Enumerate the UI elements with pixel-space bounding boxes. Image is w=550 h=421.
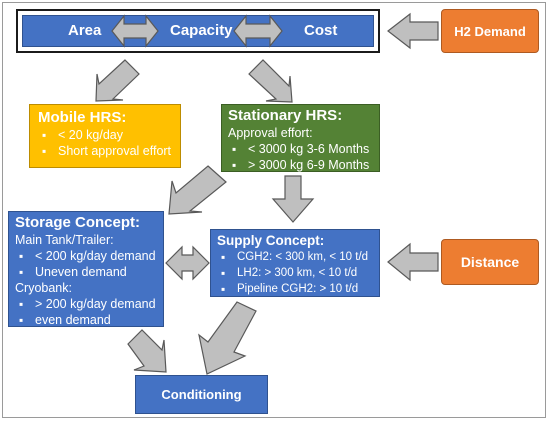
supply-concept-box: Supply Concept: CGH2: < 300 km, < 10 t/d… (210, 229, 380, 297)
arrow-down-left-icon (198, 301, 257, 375)
stationary-hrs-item: < 3000 kg 3-6 Months (228, 141, 373, 157)
distance-label: Distance (460, 254, 520, 270)
storage-group2-label: Cryobank: (15, 281, 72, 295)
arrow-left-icon (387, 12, 439, 50)
stationary-hrs-item: > 3000 kg 6-9 Months (228, 157, 373, 173)
storage-group2-item: > 200 kg/day demand (15, 296, 157, 312)
storage-concept-title: Storage Concept: (15, 214, 141, 231)
supply-concept-item: CGH2: < 300 km, < 10 t/d (217, 249, 373, 265)
storage-group1-label: Main Tank/Trailer: (15, 233, 114, 247)
supply-concept-list: CGH2: < 300 km, < 10 t/d LH2: > 300 km, … (217, 249, 373, 297)
stationary-hrs-subtitle: Approval effort: (228, 126, 313, 140)
h2-demand-box: H2 Demand (441, 9, 539, 53)
double-arrow-icon (233, 14, 283, 48)
top-bar (22, 15, 374, 47)
supply-concept-item: Pipeline CGH2: > 10 t/d (217, 281, 373, 297)
cost-label: Cost (304, 22, 338, 39)
mobile-hrs-item: Short approval effort (38, 143, 172, 159)
stationary-hrs-box: Stationary HRS: Approval effort: < 3000 … (221, 104, 380, 173)
stationary-hrs-list: < 3000 kg 3-6 Months > 3000 kg 6-9 Month… (228, 141, 373, 173)
diagram-frame (2, 2, 546, 418)
mobile-hrs-box: Mobile HRS: < 20 kg/day Short approval e… (29, 104, 181, 168)
double-arrow-icon (111, 14, 159, 48)
area-label: Area (68, 22, 102, 39)
double-arrow-icon (165, 245, 210, 281)
mobile-hrs-title: Mobile HRS: (38, 109, 127, 126)
distance-box: Distance (441, 239, 539, 285)
arrow-down-right-icon (248, 59, 293, 103)
arrow-down-left-icon (168, 165, 227, 215)
supply-concept-title: Supply Concept: (217, 233, 325, 248)
h2-demand-label: H2 Demand (454, 23, 526, 39)
mobile-hrs-item: < 20 kg/day (38, 127, 172, 143)
stationary-hrs-title: Stationary HRS: (228, 107, 343, 124)
storage-group2-list: > 200 kg/day demand even demand (15, 296, 157, 328)
conditioning-label: Conditioning (161, 387, 242, 402)
arrow-down-right-icon (127, 329, 167, 373)
storage-concept-box: Storage Concept: Main Tank/Trailer: < 20… (8, 211, 164, 328)
arrow-down-left-icon (95, 59, 140, 102)
storage-group1-item: < 200 kg/day demand (15, 248, 157, 264)
storage-group1-item: Uneven demand (15, 264, 157, 280)
supply-concept-item: LH2: > 300 km, < 10 t/d (217, 265, 373, 281)
storage-group2-item: even demand (15, 312, 157, 328)
arrow-left-icon (387, 242, 439, 282)
conditioning-box: Conditioning (135, 375, 268, 414)
mobile-hrs-list: < 20 kg/day Short approval effort (38, 127, 172, 159)
capacity-label: Capacity (170, 22, 233, 39)
arrow-down-icon (271, 175, 315, 223)
storage-group1-list: < 200 kg/day demand Uneven demand (15, 248, 157, 280)
